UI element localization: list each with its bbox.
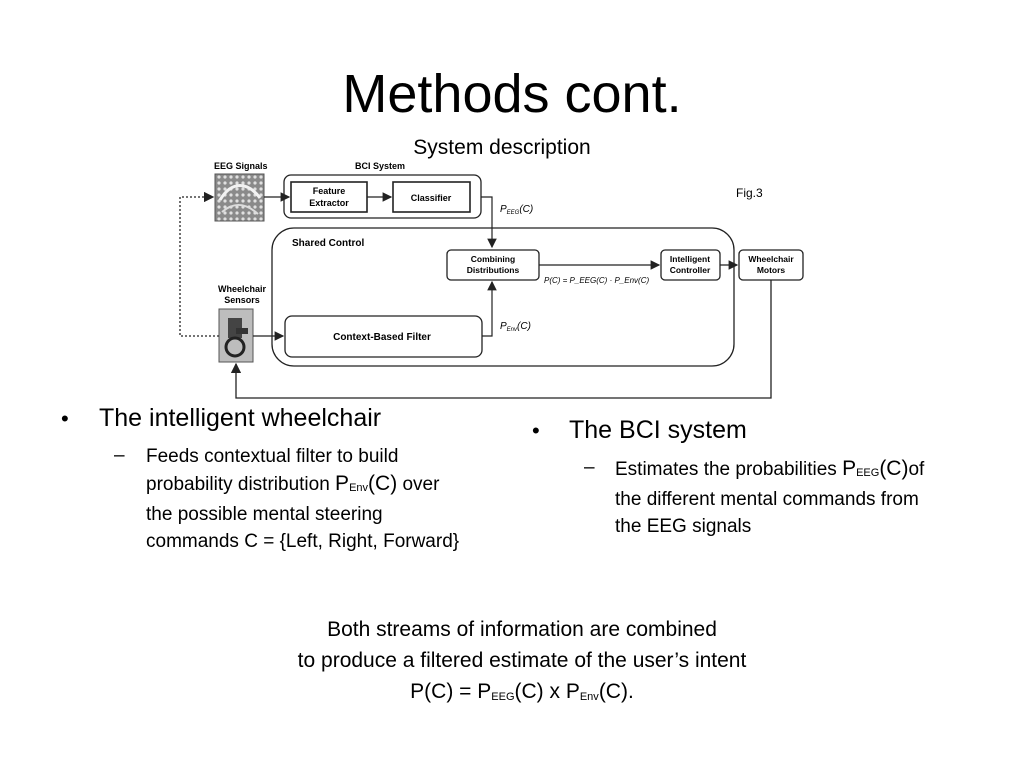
left-sub-text: Feeds contextual filter to build probabi… bbox=[146, 443, 506, 555]
combination-equation: P(C) = P_EEG(C) · P_Env(C) bbox=[544, 276, 649, 285]
right-sub-line-2: the different mental commands from bbox=[615, 489, 919, 510]
eeg-signals-label: EEG Signals bbox=[214, 161, 268, 171]
summary-line-1: Both streams of information are combined bbox=[327, 618, 717, 641]
left-bullet-heading: The intelligent wheelchair bbox=[99, 404, 382, 432]
right-sub-line-1: Estimates the probabilities PEEG(C)of bbox=[615, 457, 925, 480]
summary-line-2: to produce a filtered estimate of the us… bbox=[297, 649, 747, 672]
wheelchair-motors-label-1: Wheelchair bbox=[748, 254, 794, 264]
bullet-dot: • bbox=[61, 406, 69, 431]
wheelchair-sensors-label-1: Wheelchair bbox=[218, 284, 267, 294]
slide-subtitle: System description bbox=[413, 136, 591, 159]
classifier-box bbox=[392, 181, 471, 213]
dash-marker: – bbox=[114, 445, 125, 466]
system-diagram: EEG Signals BCI System Feature Extractor… bbox=[179, 161, 804, 399]
left-sub-line-4: commands C = {Left, Right, Forward} bbox=[146, 531, 460, 552]
wheelchair-image bbox=[218, 308, 254, 363]
right-sub-line-3: the EEG signals bbox=[615, 516, 752, 537]
combining-label-2: Distributions bbox=[467, 265, 520, 275]
classifier-label: Classifier bbox=[411, 193, 452, 203]
left-sub-line-1: Feeds contextual filter to build bbox=[146, 446, 399, 467]
combining-label-1: Combining bbox=[471, 254, 515, 264]
shared-control-label: Shared Control bbox=[292, 238, 364, 249]
intelligent-controller-label-1: Intelligent bbox=[670, 254, 710, 264]
p-env-label: PEnv(C) bbox=[500, 321, 531, 333]
right-sub-text: Estimates the probabilities PEEG(C)of th… bbox=[615, 455, 1015, 540]
wheelchair-motors-label-2: Motors bbox=[757, 265, 786, 275]
intelligent-controller-label-2: Controller bbox=[670, 265, 711, 275]
summary-equation: P(C) = PEEG(C) x PEnv(C). bbox=[410, 680, 634, 703]
bottom-summary: Both streams of information are combined… bbox=[0, 614, 1024, 711]
bullet-dot: • bbox=[532, 418, 540, 443]
left-sub-line-2: probability distribution PEnv(C) over bbox=[146, 472, 440, 495]
wheelchair-sensors-label-2: Sensors bbox=[224, 295, 260, 305]
bci-system-label: BCI System bbox=[355, 161, 405, 171]
eeg-signals-image bbox=[214, 173, 265, 222]
figure-label: Fig.3 bbox=[736, 186, 763, 200]
right-bullet-heading: The BCI system bbox=[569, 416, 747, 444]
p-eeg-label: PEEG(C) bbox=[500, 204, 533, 216]
feature-extractor-label-2: Extractor bbox=[309, 198, 349, 208]
slide-title: Methods cont. bbox=[342, 64, 682, 124]
context-filter-label: Context-Based Filter bbox=[333, 332, 431, 343]
shared-control-box bbox=[271, 227, 735, 367]
left-sub-line-3: the possible mental steering bbox=[146, 504, 383, 525]
dash-marker: – bbox=[584, 457, 595, 478]
feature-extractor-label-1: Feature bbox=[313, 186, 346, 196]
